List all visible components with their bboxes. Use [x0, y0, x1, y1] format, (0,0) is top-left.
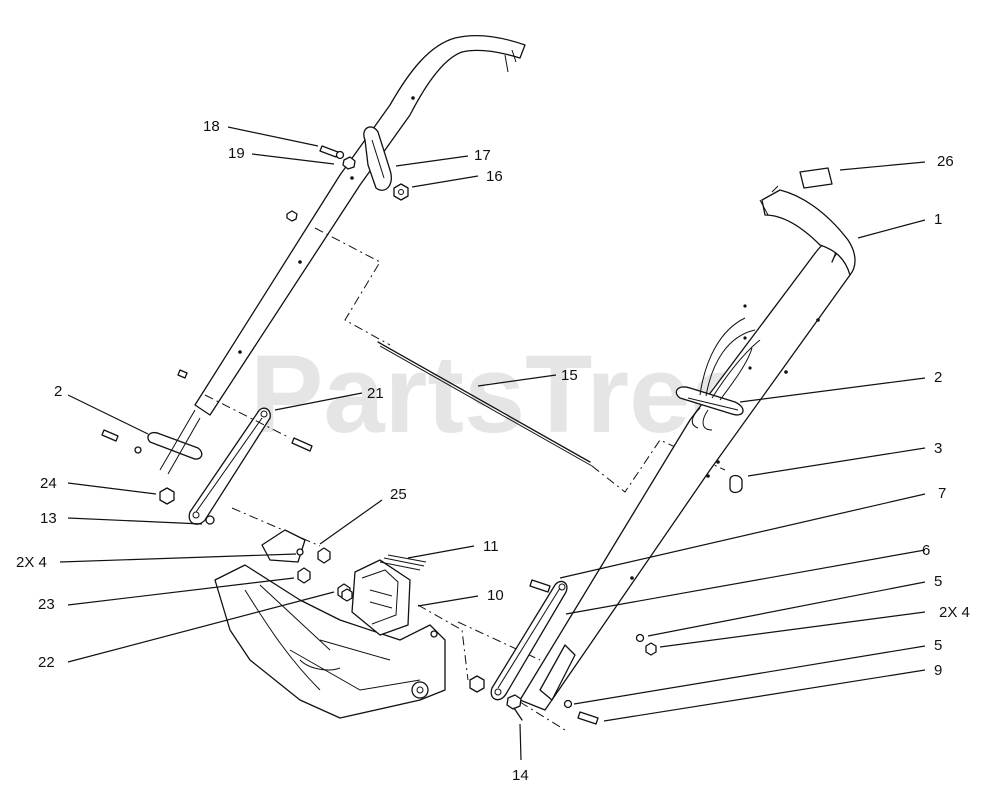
bracket-21 [188, 407, 271, 525]
leader-lines [59, 126, 926, 761]
nut-24 [159, 487, 175, 505]
axis-line-center [457, 621, 541, 661]
label-7: 7 [938, 485, 946, 502]
label-25: 25 [390, 486, 407, 503]
bolt-set-left [101, 369, 313, 454]
bolt-9 [577, 711, 599, 725]
cap-nut [286, 210, 298, 222]
label-21: 21 [367, 385, 384, 402]
callout-labels: 18 19 17 16 26 1 15 21 2 2 3 24 25 7 13 … [16, 118, 970, 784]
bolt-14 [506, 694, 523, 721]
label-14: 14 [512, 767, 529, 784]
cable-guide-2-left [147, 409, 203, 475]
label-10: 10 [487, 587, 504, 604]
label-1: 1 [934, 211, 942, 228]
decal-26 [799, 167, 833, 189]
plate-right [539, 644, 576, 701]
label-24: 24 [40, 475, 57, 492]
spring-11 [379, 554, 427, 571]
label-18: 18 [203, 118, 220, 135]
mower-deck [214, 564, 446, 719]
label-2x4-left: 2X 4 [16, 554, 47, 571]
lower-handle-1 [519, 185, 856, 711]
label-3: 3 [934, 440, 942, 457]
label-17: 17 [474, 147, 491, 164]
cable-route-upper [314, 227, 391, 346]
washer-13 [205, 515, 215, 525]
nut-lower [469, 675, 485, 693]
label-2-right: 2 [934, 369, 942, 386]
label-22: 22 [38, 654, 55, 671]
label-23: 23 [38, 596, 55, 613]
nut-25 [317, 547, 331, 564]
plug-3 [729, 474, 743, 494]
washer-2x4-left [296, 548, 304, 556]
label-6: 6 [922, 542, 930, 559]
label-11: 11 [483, 538, 499, 555]
label-5-lower: 5 [934, 637, 942, 654]
label-5-upper: 5 [934, 573, 942, 590]
nut-2x4-right [645, 642, 657, 656]
bracket-6 [490, 580, 568, 701]
label-13: 13 [40, 510, 57, 527]
upper-handle [194, 34, 526, 416]
watermark: PartsTree [250, 333, 751, 456]
cable-guide-2-right [675, 304, 761, 431]
washer-5-upper [635, 633, 645, 643]
washer-5-lower [563, 699, 573, 709]
axis-line-bolt-14 [519, 701, 566, 731]
screw-18 [319, 145, 345, 160]
axis-line-right [417, 604, 469, 681]
label-15: 15 [561, 367, 578, 384]
label-16: 16 [486, 168, 503, 185]
label-9: 9 [934, 662, 942, 679]
nut-19 [342, 156, 356, 170]
bracket-10 [351, 559, 411, 636]
cable-15 [377, 341, 591, 463]
axis-line-bolt [204, 394, 291, 439]
label-2x4-right: 2X 4 [939, 604, 970, 621]
nut-23 [297, 567, 311, 584]
nut-16 [393, 183, 409, 201]
label-19: 19 [228, 145, 245, 162]
label-26: 26 [937, 153, 954, 170]
label-2-left: 2 [54, 383, 62, 400]
plate-left [261, 529, 306, 563]
bolt-7 [529, 579, 551, 593]
cable-guide-17 [363, 126, 392, 191]
